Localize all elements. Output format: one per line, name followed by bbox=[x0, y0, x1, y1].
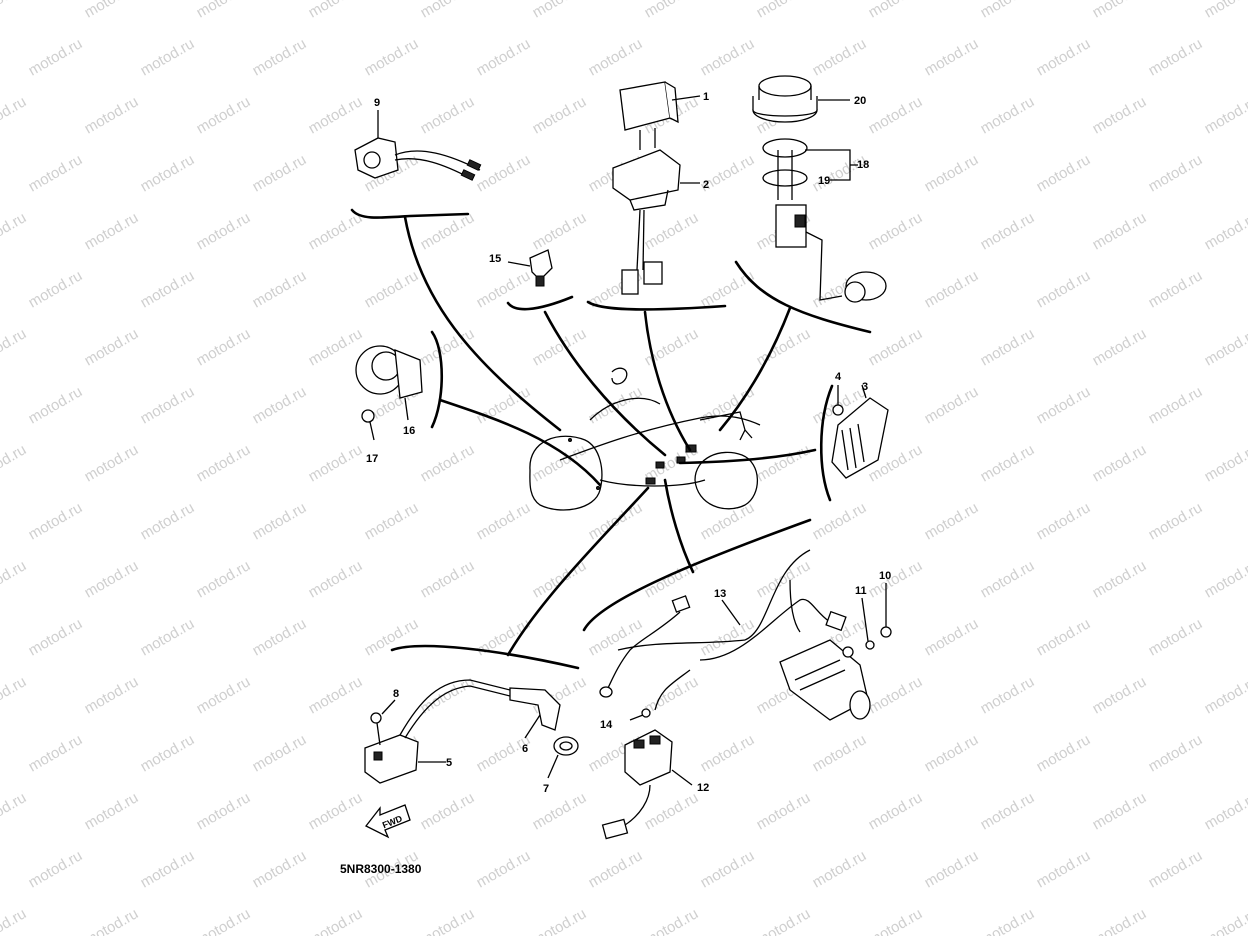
callout-20: 20 bbox=[854, 95, 866, 107]
part-2-relay-cover bbox=[612, 149, 700, 295]
part-6-plug-cap bbox=[509, 687, 561, 739]
callout-13: 13 bbox=[714, 588, 726, 600]
callout-15: 15 bbox=[489, 253, 501, 265]
diagram-code: 5NR8300-1380 bbox=[340, 862, 422, 876]
callout-16: 16 bbox=[403, 425, 415, 437]
callout-6: 6 bbox=[522, 743, 528, 755]
part-8-bolt bbox=[370, 699, 396, 746]
callout-10: 10 bbox=[879, 570, 891, 582]
part-16-horn bbox=[355, 345, 423, 421]
fwd-arrow: FWD bbox=[365, 804, 411, 839]
part-18-19-fuel-pump bbox=[762, 138, 887, 303]
callout-14: 14 bbox=[600, 719, 613, 731]
part-14-screw bbox=[629, 669, 691, 721]
callout-19: 19 bbox=[818, 175, 830, 187]
group-leader-lines bbox=[403, 215, 817, 657]
callout-1: 1 bbox=[703, 91, 709, 103]
callout-9: 9 bbox=[374, 97, 380, 109]
part-1-relay bbox=[619, 81, 701, 150]
callout-labels: 1 2 3 4 5 6 7 8 9 10 11 12 13 14 15 16 1… bbox=[366, 91, 891, 795]
harness-connectors bbox=[568, 438, 697, 490]
motorcycle-silhouette bbox=[529, 367, 761, 511]
callout-2: 2 bbox=[703, 179, 709, 191]
callout-5: 5 bbox=[446, 757, 452, 769]
callout-8: 8 bbox=[393, 688, 399, 700]
group-brackets bbox=[350, 208, 872, 670]
callout-3: 3 bbox=[862, 381, 868, 393]
callout-4: 4 bbox=[835, 371, 842, 383]
callout-17: 17 bbox=[366, 453, 378, 465]
part-9-sensor bbox=[354, 110, 482, 181]
part-20-ring-nut bbox=[752, 75, 850, 123]
part-12-starter-relay bbox=[601, 729, 693, 840]
part-13-wire-harness bbox=[599, 549, 847, 698]
part-17-bolt bbox=[361, 409, 375, 441]
callout-11: 11 bbox=[855, 585, 867, 597]
part-7-grommet bbox=[547, 736, 579, 779]
part-3-rectifier bbox=[831, 384, 889, 479]
callout-18: 18 bbox=[857, 159, 869, 171]
part-15-switch bbox=[507, 249, 553, 287]
part-10-bolt bbox=[880, 583, 892, 638]
starter-motor bbox=[779, 639, 871, 721]
callout-7: 7 bbox=[543, 783, 549, 795]
part-4-screw bbox=[832, 385, 844, 416]
callout-12: 12 bbox=[697, 782, 709, 794]
part-11-washer bbox=[861, 597, 875, 650]
part-5-ignition-coil bbox=[364, 679, 511, 784]
